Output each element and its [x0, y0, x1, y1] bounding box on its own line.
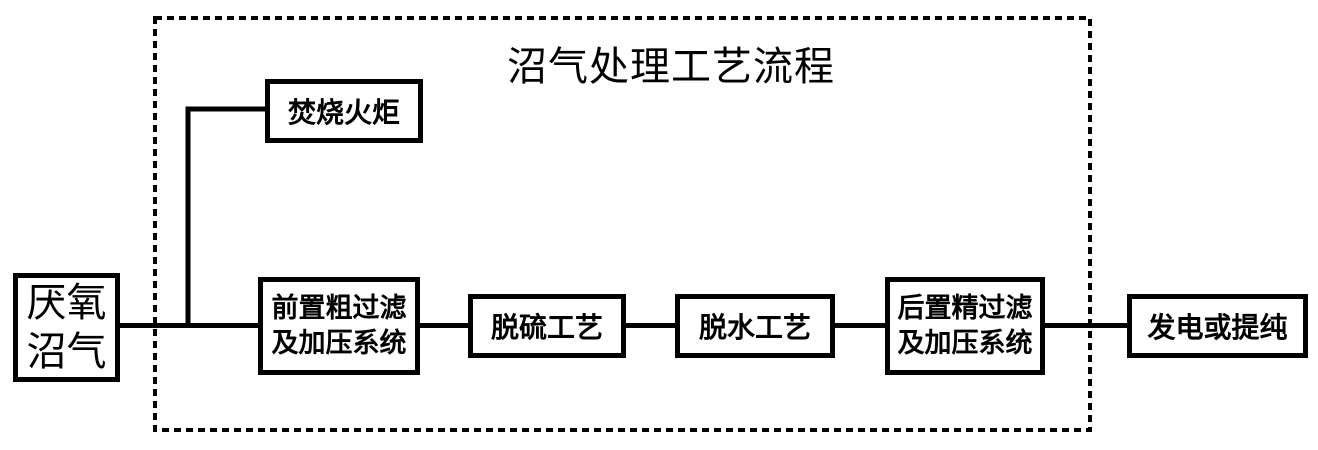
- node-anaerobic-biogas-label-line1: 厌氧: [26, 279, 107, 325]
- node-desulfurization-process: 脱硫工艺: [468, 294, 626, 358]
- node-anaerobic-biogas: 厌氧 沼气: [13, 273, 120, 382]
- node-pre-coarse-filter-label-line1: 前置粗过滤: [271, 292, 407, 323]
- node-desulfurization-label: 脱硫工艺: [490, 313, 603, 344]
- dashed-boundary-box: [153, 16, 1092, 432]
- node-flare-torch: 焚烧火炬: [265, 79, 423, 143]
- node-dewatering-label: 脱水工艺: [698, 313, 811, 344]
- diagram-title: 沼气处理工艺流程: [507, 44, 835, 89]
- node-dewatering-process: 脱水工艺: [675, 294, 835, 358]
- node-pre-coarse-filter-pressurization: 前置粗过滤 及加压系统: [258, 277, 420, 375]
- node-flare-torch-label: 焚烧火炬: [287, 98, 400, 129]
- node-post-fine-filter-pressurization: 后置精过滤 及加压系统: [885, 277, 1045, 375]
- torch-branch-line: [185, 106, 265, 325]
- node-output-label: 发电或提纯: [1147, 313, 1288, 344]
- node-power-generation-or-purification: 发电或提纯: [1127, 294, 1308, 358]
- node-post-fine-filter-label-line1: 后置精过滤: [897, 292, 1033, 323]
- node-pre-coarse-filter-label-line2: 及加压系统: [271, 328, 407, 358]
- node-post-fine-filter-label-line2: 及加压系统: [897, 328, 1033, 358]
- node-anaerobic-biogas-label-line2: 沼气: [26, 328, 107, 374]
